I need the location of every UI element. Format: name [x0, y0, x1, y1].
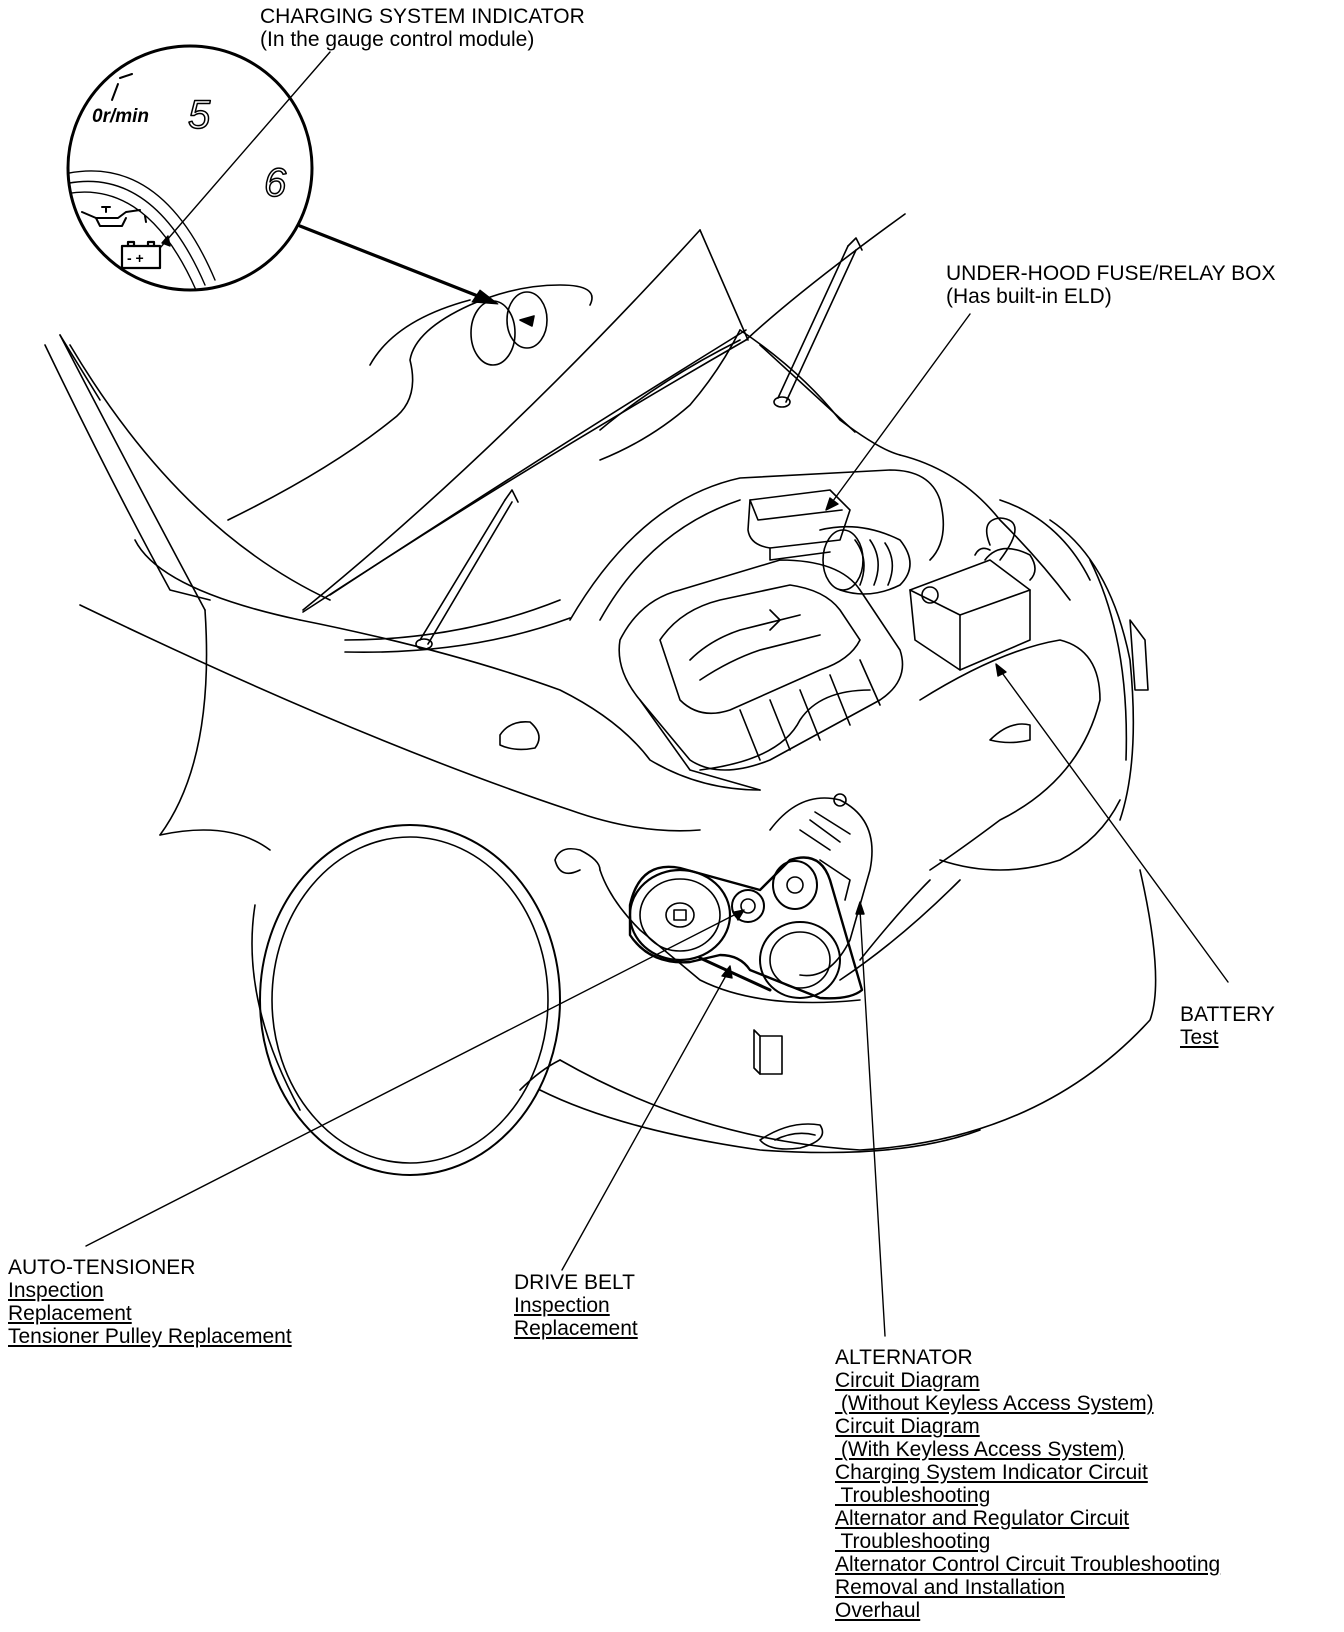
label-drive-belt: DRIVE BELT Inspection Replacement [514, 1271, 638, 1340]
label-battery: BATTERY Test [1180, 1003, 1275, 1049]
circuit-diagram-without-keyless-link-cont[interactable]: (Without Keyless Access System) [835, 1392, 1154, 1415]
battery [909, 517, 1036, 671]
tensioner-pulley-replacement-link[interactable]: Tensioner Pulley Replacement [8, 1325, 292, 1348]
alternator-control-troubleshooting-link[interactable]: Alternator Control Circuit Troubleshooti… [835, 1553, 1221, 1576]
battery-test-link[interactable]: Test [1180, 1026, 1219, 1049]
label-charging-system-indicator: CHARGING SYSTEM INDICATOR (In the gauge … [260, 5, 585, 51]
leader-battery [999, 669, 1229, 983]
battery-symbol: - + [127, 250, 144, 266]
drive-belt-replacement-link[interactable]: Replacement [514, 1317, 638, 1340]
drive-belt-assembly [628, 793, 873, 1000]
label-under-hood-fuse-relay-box: UNDER-HOOD FUSE/RELAY BOX (Has built-in … [946, 262, 1275, 308]
charging-indicator-icon: - + [120, 240, 162, 270]
circuit-diagram-with-keyless-link-cont[interactable]: (With Keyless Access System) [835, 1438, 1125, 1461]
charging-indicator-title: CHARGING SYSTEM INDICATOR [260, 5, 585, 28]
auto-tensioner-replacement-link[interactable]: Replacement [8, 1302, 132, 1325]
leader-auto-tensioner [85, 911, 741, 1247]
gauge-digit-5: 5 [188, 93, 211, 137]
battery-title: BATTERY [1180, 1003, 1275, 1026]
label-auto-tensioner: AUTO-TENSIONER Inspection Replacement Te… [8, 1256, 292, 1348]
magnifier-arrow [298, 224, 499, 305]
circuit-diagram-without-keyless-link[interactable]: Circuit Diagram [835, 1369, 980, 1392]
charging-indicator-subtitle: (In the gauge control module) [260, 28, 535, 51]
hood-strut-left [415, 489, 519, 650]
oil-pressure-icon [81, 206, 147, 227]
leader-alternator [859, 909, 886, 1337]
drive-belt-title: DRIVE BELT [514, 1271, 635, 1294]
gauge-magnifier: 0r/min 5 6 - + [66, 44, 314, 292]
fuse-box-title: UNDER-HOOD FUSE/RELAY BOX [946, 262, 1276, 285]
leader-drive-belt [561, 971, 729, 1271]
hood [302, 213, 906, 613]
label-alternator: ALTERNATOR Circuit Diagram (Without Keyl… [835, 1346, 1220, 1622]
alternator-overhaul-link[interactable]: Overhaul [835, 1599, 921, 1622]
hood-strut-right [773, 237, 863, 408]
alternator-regulator-troubleshooting-link-cont[interactable]: Troubleshooting [835, 1530, 991, 1553]
drive-belt-inspection-link[interactable]: Inspection [514, 1294, 610, 1317]
charging-indicator-troubleshooting-link[interactable]: Charging System Indicator Circuit [835, 1461, 1148, 1484]
gauge-digit-6: 6 [264, 161, 287, 205]
leader-charging-indicator [159, 51, 331, 249]
fuse-relay-box [747, 489, 851, 561]
car-body [44, 329, 1157, 1176]
engine [618, 489, 911, 791]
leader-lines [85, 51, 1229, 1337]
circuit-diagram-with-keyless-link[interactable]: Circuit Diagram [835, 1415, 980, 1438]
leader-fuse-box [829, 313, 971, 506]
auto-tensioner-inspection-link[interactable]: Inspection [8, 1279, 104, 1302]
auto-tensioner-title: AUTO-TENSIONER [8, 1256, 196, 1279]
charging-indicator-troubleshooting-link-cont[interactable]: Troubleshooting [835, 1484, 991, 1507]
dashboard [227, 284, 593, 521]
alternator-removal-installation-link[interactable]: Removal and Installation [835, 1576, 1065, 1599]
gauge-unit: 0r/min [92, 106, 149, 127]
alternator-title: ALTERNATOR [835, 1346, 973, 1369]
fuse-box-subtitle: (Has built-in ELD) [946, 285, 1112, 308]
alternator-regulator-troubleshooting-link[interactable]: Alternator and Regulator Circuit [835, 1507, 1130, 1530]
